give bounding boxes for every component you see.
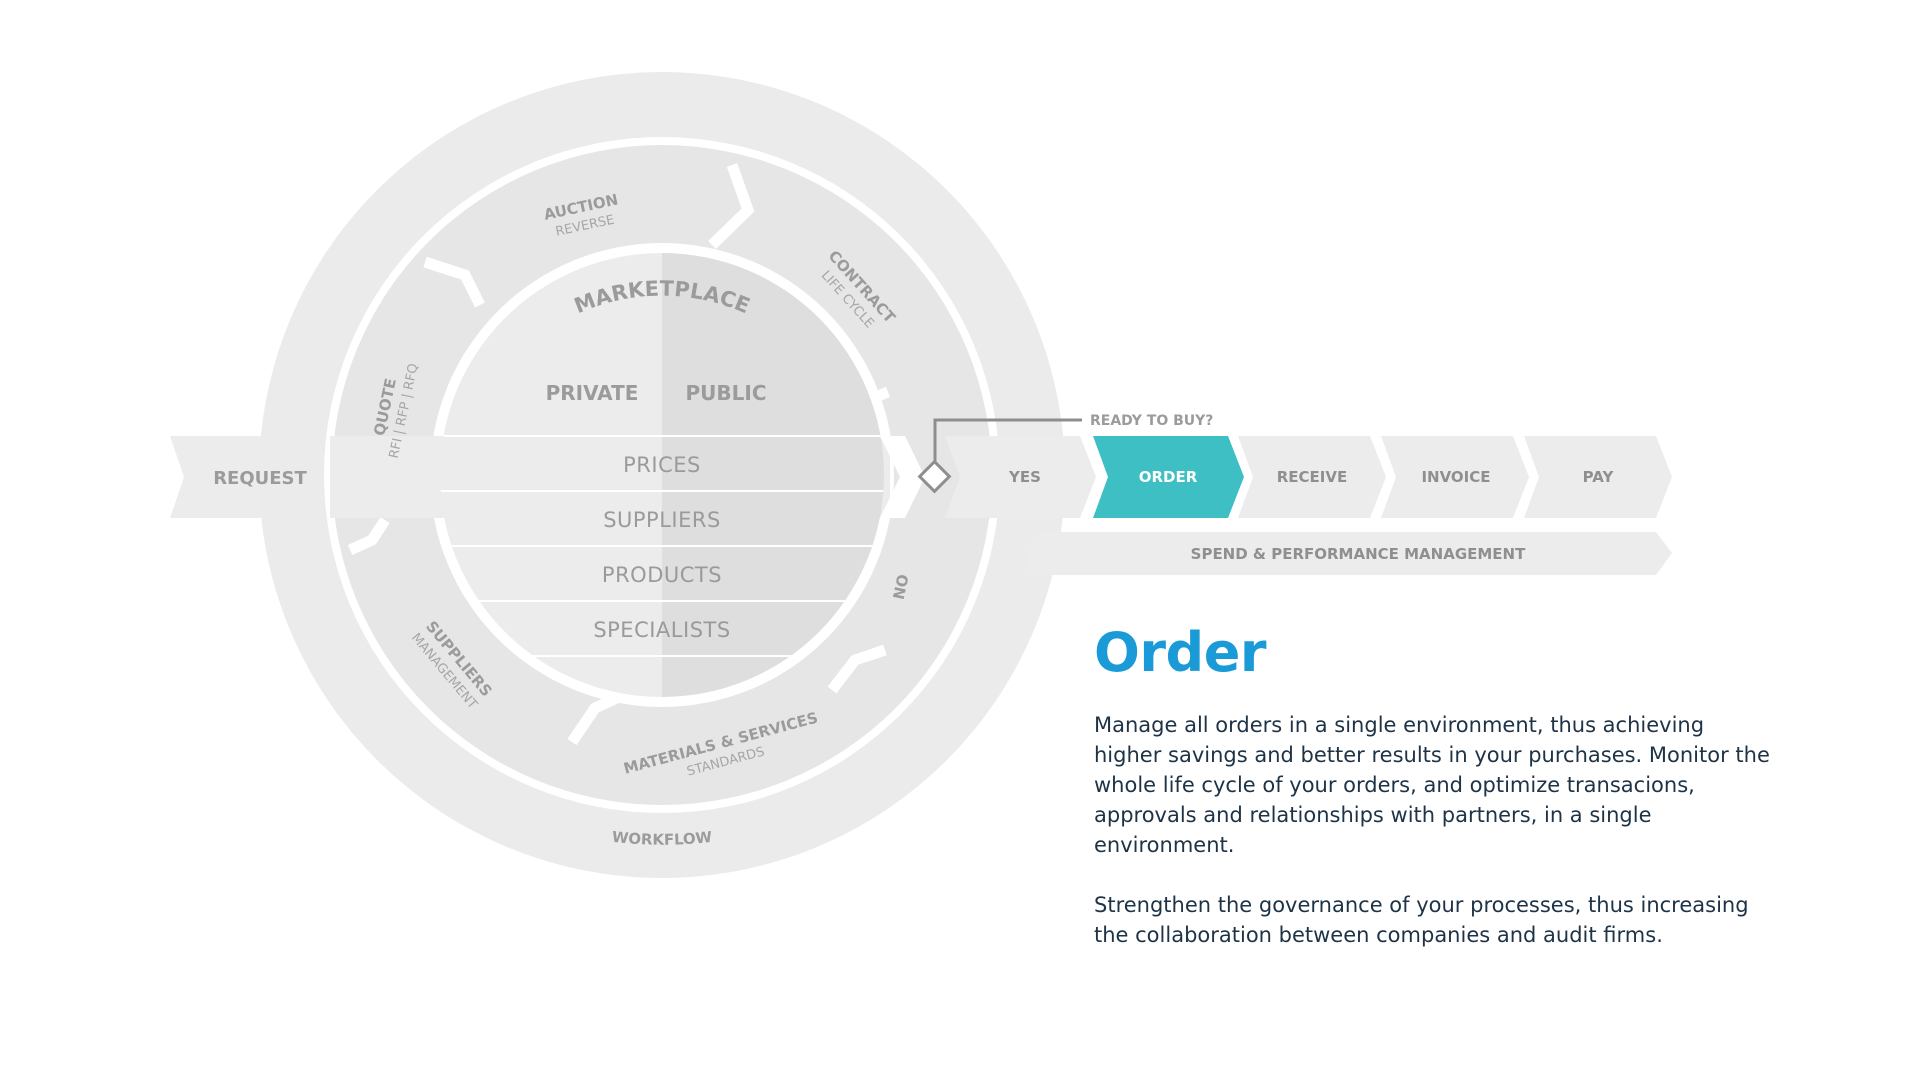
step-order[interactable] [1093,436,1244,518]
step-order-label: ORDER [1139,468,1198,486]
detail-title: Order [1094,621,1266,684]
spend-bar[interactable] [1030,532,1672,575]
step-yes[interactable] [945,436,1096,518]
svg-text:NO: NO [890,573,913,602]
detail-paragraph-1: Manage all orders in a single environmen… [1094,713,1770,857]
step-pay[interactable] [1524,436,1672,518]
step-invoice-label: INVOICE [1421,468,1490,486]
marketplace-public: PUBLIC [685,381,766,405]
segment-no: NO [890,573,913,602]
decision-connector [933,418,1082,472]
step-receive-label: RECEIVE [1277,468,1348,486]
spend-bar-label: SPEND & PERFORMANCE MANAGEMENT [1191,545,1526,563]
detail-paragraph-2: Strengthen the governance of your proces… [1094,893,1749,947]
decision-diamond [917,459,952,494]
row-prices: PRICES [623,453,701,477]
step-yes-label: YES [1008,468,1041,486]
detail-panel: Order Manage all orders in a single envi… [1094,618,1794,980]
step-invoice[interactable] [1381,436,1529,518]
row-specialists: SPECIALISTS [593,618,730,642]
step-receive[interactable] [1238,436,1386,518]
row-products: PRODUCTS [602,563,722,587]
decision-label: READY TO BUY? [1090,413,1213,429]
marketplace-private: PRIVATE [546,381,639,405]
step-pay-label: PAY [1583,468,1615,486]
band-arrow-tip [880,436,925,518]
row-suppliers: SUPPLIERS [603,508,721,532]
request-label: REQUEST [213,468,307,489]
workflow-label: WORKFLOW [611,828,713,849]
